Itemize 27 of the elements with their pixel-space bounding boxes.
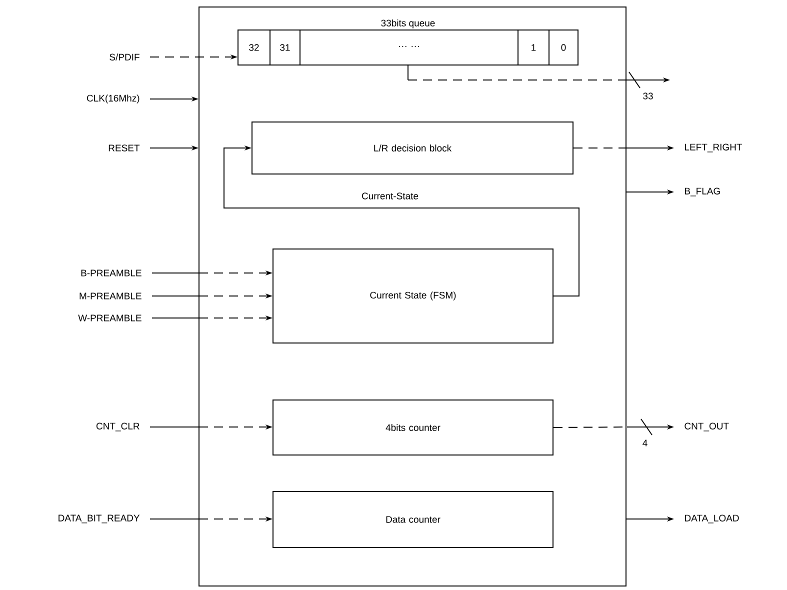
block-box: L/R decision block [252, 122, 574, 174]
queue-cell: ··· ··· [300, 30, 518, 66]
queue-cell: 0 [548, 30, 578, 66]
signal-name: M-PREAMBLE [80, 292, 142, 300]
node-label: 33bits queue [381, 19, 435, 28]
block-box: Data counter [272, 491, 554, 548]
signal-name: RESET [108, 144, 140, 152]
signal-name: CNT_OUT [684, 422, 729, 432]
block-box: Current State (FSM) [272, 248, 554, 344]
arrow [224, 145, 580, 296]
block-box: 4bits counter [272, 400, 554, 456]
queue-cell: 31 [270, 30, 300, 66]
signal-name: S/PDIF [110, 54, 140, 60]
signal-name: CLK(16Mhz) [86, 94, 140, 104]
signal-name: B_FLAG [685, 188, 720, 196]
signal-name: W-PREAMBLE [78, 314, 142, 322]
queue-cell: 1 [518, 30, 550, 66]
edge-label: Current-State [360, 192, 420, 200]
signal-name: LEFT_RIGHT [685, 144, 742, 152]
signal-name: CNT_CLR [96, 422, 140, 432]
signal-name: DATA_LOAD [685, 514, 739, 524]
edge-label: 4 [641, 438, 649, 448]
edge-label: 33 [642, 92, 654, 100]
queue-cell: 32 [238, 30, 270, 66]
block-frame [198, 6, 626, 586]
signal-name: DATA_BIT_READY [58, 514, 140, 524]
signal-name: B-PREAMBLE [81, 270, 142, 276]
